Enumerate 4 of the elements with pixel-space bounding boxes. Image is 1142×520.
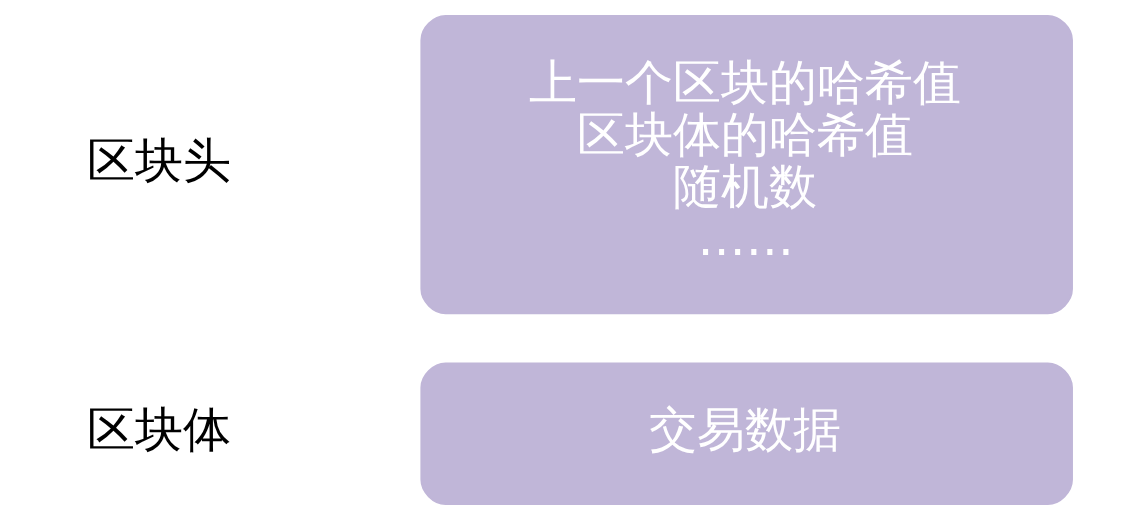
node-label: 区块体 bbox=[86, 401, 231, 458]
node-label: 区块头 bbox=[86, 132, 231, 189]
node-box: 交易数据 bbox=[419, 362, 1073, 505]
node-box: 上一个区块的哈希值 区块体的哈希值 随机数 …… bbox=[419, 15, 1073, 315]
